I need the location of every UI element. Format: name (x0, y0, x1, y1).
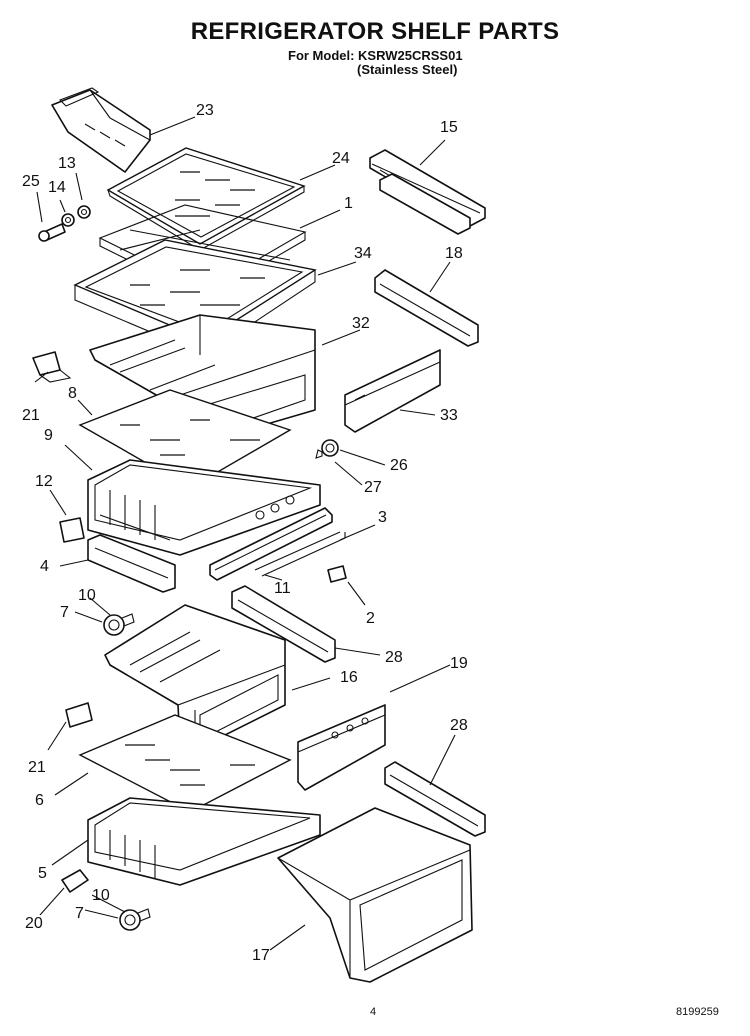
callout-8: 8 (68, 385, 77, 402)
callout-21-lower: 21 (28, 759, 46, 776)
callout-21-upper: 21 (22, 407, 40, 424)
callout-24: 24 (332, 150, 350, 167)
part-7-roller-upper (103, 613, 135, 636)
part-34-glass-shelf (73, 239, 317, 356)
callout-34: 34 (354, 245, 372, 262)
callout-2: 2 (366, 610, 375, 627)
part-13-nut (77, 205, 91, 219)
part-2-clip (327, 565, 347, 583)
page-title: REFRIGERATOR SHELF PARTS (190, 18, 560, 45)
callout-3: 3 (378, 509, 387, 526)
part-21-clip-lower (65, 702, 93, 728)
part-12-clip (59, 517, 85, 543)
callout-20: 20 (25, 915, 43, 932)
leader-lines (34, 116, 456, 951)
callout-10-upper: 10 (78, 587, 96, 604)
part-28-rail-lower (384, 761, 486, 837)
callout-9: 9 (44, 427, 53, 444)
callout-19: 19 (450, 655, 468, 672)
part-26-roller (315, 439, 339, 459)
callout-25: 25 (22, 173, 40, 190)
callout-18: 18 (445, 245, 463, 262)
part-24-glass-shelf (106, 147, 306, 251)
callout-1: 1 (344, 195, 353, 212)
part-5-crisper-frame (87, 797, 321, 886)
part-28-rail-upper (231, 585, 336, 663)
part-15-rail (369, 149, 486, 235)
part-23-bin (51, 87, 151, 173)
part-18-rail (374, 269, 479, 347)
part-6-glass-insert (78, 714, 292, 813)
callout-10-lower: 10 (92, 887, 110, 904)
part-14-washer (61, 213, 75, 227)
callout-12: 12 (35, 473, 53, 490)
part-3-rail (209, 507, 333, 581)
part-9-crisper-frame (87, 459, 321, 556)
callout-13: 13 (58, 155, 76, 172)
callout-6: 6 (35, 792, 44, 809)
part-21-clip (32, 351, 72, 383)
part-17-pan (277, 807, 473, 983)
callout-33: 33 (440, 407, 458, 424)
callout-17: 17 (252, 947, 270, 964)
callout-7-lower: 7 (75, 905, 84, 922)
part-7-roller-lower (119, 908, 151, 931)
callout-32: 32 (352, 315, 370, 332)
part-19-drawer-cover (297, 704, 386, 791)
document-number: 8199259 (676, 1006, 719, 1018)
callout-26: 26 (390, 457, 408, 474)
callout-15: 15 (440, 119, 458, 136)
part-33-drawer-cover (344, 349, 441, 433)
callout-7-upper: 7 (60, 604, 69, 621)
callout-5: 5 (38, 865, 47, 882)
callout-16: 16 (340, 669, 358, 686)
finish-line: (Stainless Steel) (357, 62, 458, 77)
callout-23: 23 (196, 102, 214, 119)
part-32-crisper-drawer (89, 314, 316, 449)
part-25-screw (38, 223, 66, 242)
callout-28-upper: 28 (385, 649, 403, 666)
callout-27: 27 (364, 479, 382, 496)
callout-4: 4 (40, 558, 49, 575)
callout-14: 14 (48, 179, 66, 196)
callout-11: 11 (274, 580, 291, 597)
callout-28-lower: 28 (450, 717, 468, 734)
part-20-clip (61, 869, 89, 893)
model-line: For Model: KSRW25CRSS01 (288, 48, 463, 63)
page-number: 4 (370, 1006, 377, 1018)
